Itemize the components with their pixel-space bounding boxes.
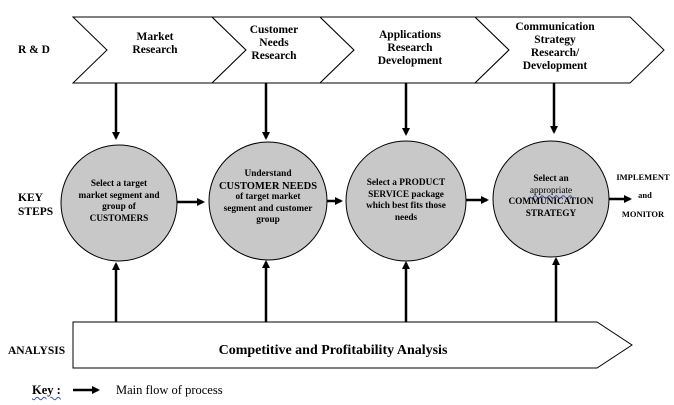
key-step-3-line: which best fits those: [366, 201, 446, 211]
rd-stage-3-line: Research: [387, 42, 433, 54]
key-steps-line-1: KEY: [18, 192, 43, 204]
rd-stage-2-line: Needs: [259, 37, 289, 49]
row-label-rd: R & D: [18, 44, 50, 56]
outcome-implement: IMPLEMENT: [616, 172, 670, 182]
key-step-3-line: needs: [394, 212, 418, 223]
rd-stage-3-label: Applications Research Development: [350, 29, 470, 68]
key-step-3-line: Select a PRODUCT: [366, 178, 446, 188]
analysis-bar-title: Competitive and Profitability Analysis: [218, 343, 448, 358]
key-step-4-text: Select an appropriate COMMUNICATION STRA…: [496, 170, 606, 224]
key-step-2-text: Understand CUSTOMER NEEDS of target mark…: [210, 163, 326, 233]
rd-stage-1-line: Market: [136, 31, 174, 43]
outcome-and: and: [638, 190, 652, 200]
key-step-1-text: Select a target market segment and group…: [66, 170, 172, 234]
rd-stage-4-line: Research/: [530, 47, 580, 59]
rd-stage-3-line: Development: [377, 55, 443, 67]
rd-stage-4-line: Development: [522, 60, 588, 72]
key-label: Key :: [32, 383, 61, 397]
rd-stage-4-line: Strategy: [534, 34, 576, 46]
rd-stage-1-label: Market Research: [100, 31, 210, 57]
outcome-monitor: MONITOR: [621, 209, 665, 219]
key-step-4-line: appropriate: [529, 185, 573, 196]
key-step-3-text: Select a PRODUCT SERVICE package which b…: [350, 173, 462, 229]
rd-stage-2-label: Customer Needs Research: [224, 24, 324, 63]
analysis-bar: [72, 321, 633, 369]
key-description: Main flow of process: [116, 383, 223, 397]
key-step-2-line: segment and customer: [223, 203, 313, 214]
rd-stage-1-line: Research: [132, 44, 178, 56]
key-steps-line-2: STEPS: [18, 206, 54, 218]
row-label-key-steps: KEY STEPS: [18, 191, 53, 219]
key-step-4-line: COMMUNICATION: [508, 197, 594, 207]
key-step-1-line: market segment and: [78, 190, 160, 201]
key-step-2-line: group: [256, 215, 280, 226]
rd-stage-4-line: Communication: [515, 21, 595, 33]
key-step-4-line: Select an: [533, 174, 569, 184]
key-step-1-line: CUSTOMERS: [89, 213, 149, 224]
key-step-1-line: Select a target: [90, 179, 148, 189]
rd-stage-2-line: Research: [251, 50, 297, 62]
key-step-2-line: CUSTOMER NEEDS: [218, 180, 318, 192]
row-label-analysis: ANALYSIS: [8, 345, 66, 357]
key-step-3-line: SERVICE package: [368, 189, 444, 200]
rd-chevron-4: [473, 16, 665, 84]
rd-stage-3-line: Applications: [379, 29, 441, 41]
rd-stage-4-label: Communication Strategy Research/ Develop…: [495, 21, 615, 73]
rd-stage-2-line: Customer: [249, 24, 299, 36]
key-step-4-line: STRATEGY: [525, 208, 577, 219]
key-step-1-line: group of: [102, 202, 136, 212]
key-step-2-line: Understand: [244, 169, 292, 180]
key-step-2-line: of target market: [235, 192, 301, 203]
